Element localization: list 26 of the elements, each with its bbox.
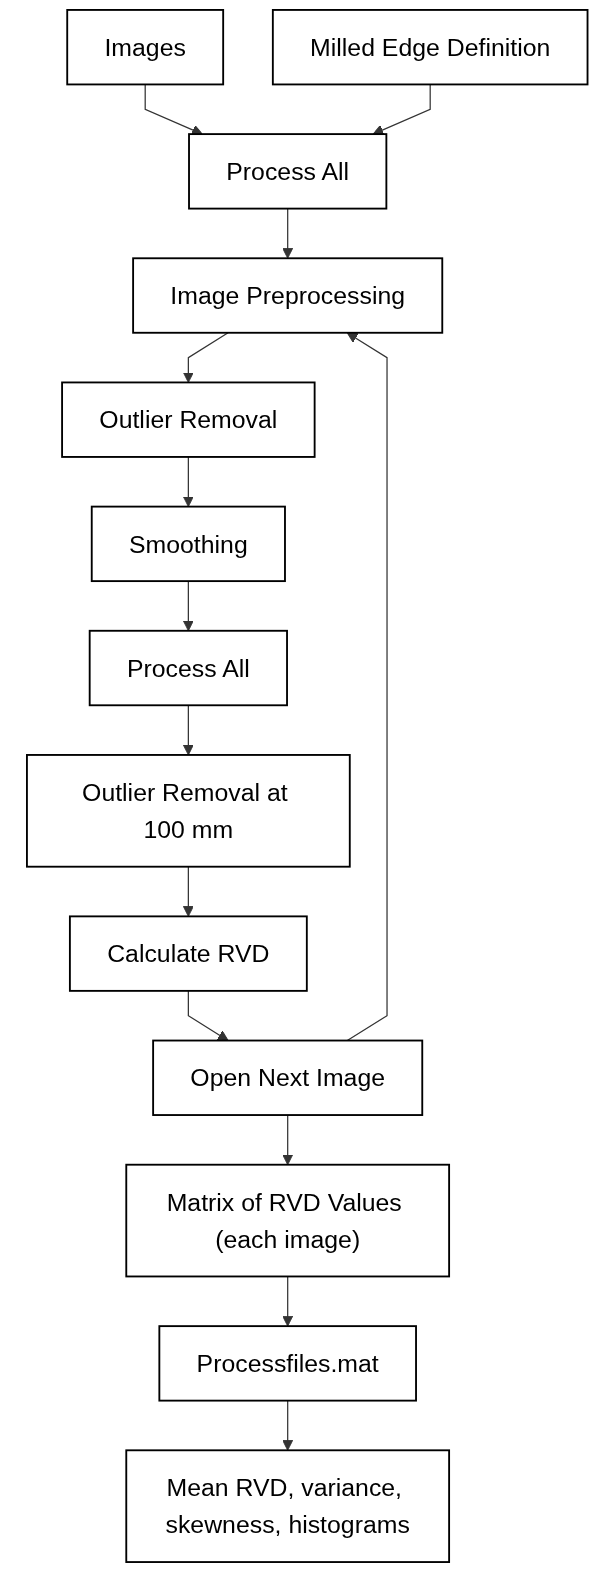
arrow	[372, 83, 431, 136]
node-box: Images	[66, 9, 224, 86]
arrow	[182, 866, 194, 917]
node-box: Open Next Image	[151, 1039, 423, 1116]
node-box: Mean RVD, variance, skewness, histograms	[125, 1449, 450, 1563]
node-box: Process All	[88, 629, 288, 707]
node-box: Matrix of RVD Values (each image)	[125, 1163, 450, 1278]
node-box: Outlier Removal at 100 mm	[25, 754, 351, 868]
node-box: Image Preprocessing	[131, 257, 443, 334]
arrow	[182, 332, 229, 383]
arrow	[182, 704, 194, 756]
node-box: Smoothing	[90, 505, 286, 583]
arrow	[282, 1275, 293, 1327]
arrow	[282, 208, 293, 259]
arrow	[144, 83, 203, 136]
node-box: Calculate RVD	[68, 915, 308, 992]
arrow	[346, 332, 388, 1042]
node-box: Milled Edge Definition	[271, 9, 589, 86]
node-box: Processfiles.mat	[158, 1325, 417, 1402]
arrow	[282, 1114, 293, 1166]
arrow	[187, 990, 229, 1042]
arrow	[282, 1400, 293, 1451]
node-box: Outlier Removal	[60, 381, 316, 458]
arrow	[182, 456, 194, 508]
arrow	[182, 580, 194, 632]
node-box: Process All	[187, 133, 388, 210]
